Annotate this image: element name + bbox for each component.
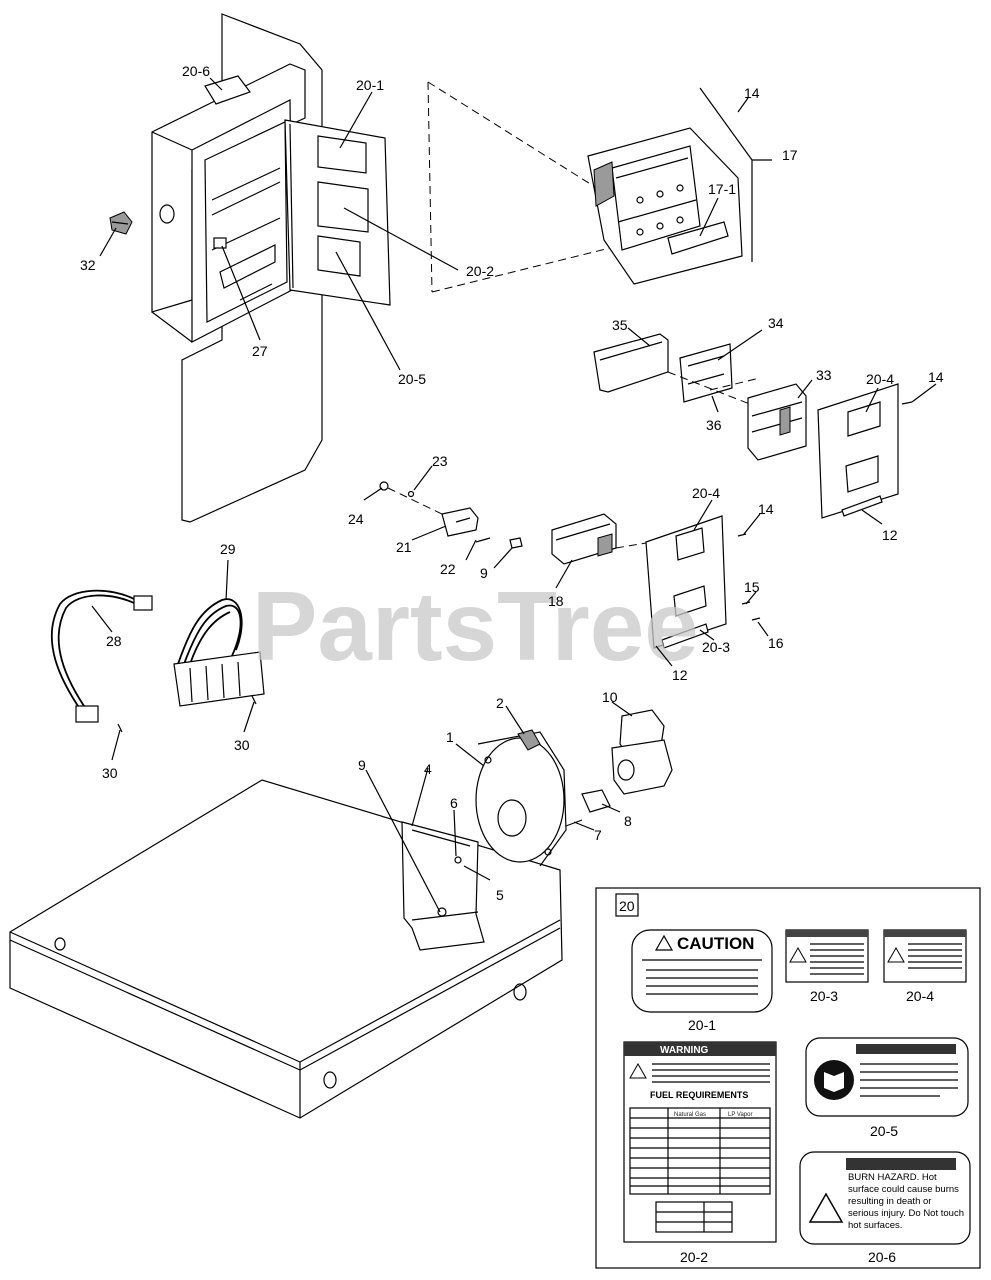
callout-labels: 20-6 20-1 20-2 20-5 27 32 14 17 17-1 35 … [80,63,944,903]
callout: 33 [816,367,832,383]
callout: 35 [612,317,628,333]
decal-label: 20-4 [906,988,934,1004]
relay-18-and-plate [551,513,761,649]
callout: 1 [446,729,454,745]
callout: 24 [348,511,364,527]
callout: 29 [220,541,236,557]
callout: 34 [768,315,784,331]
callout: 22 [440,561,456,577]
callout: 20-5 [398,371,426,387]
callout: 8 [624,813,632,829]
callout: 28 [106,633,122,649]
decal-20-6-burn-hazard: BURN HAZARD. Hot surface could cause bur… [799,1151,971,1265]
callout: 5 [496,887,504,903]
callout: 20-4 [692,485,720,501]
lp-vapor-header: LP Vapor [728,1112,752,1118]
callout: 14 [758,501,774,517]
gas-valve-10-and-fitting-8 [565,709,673,827]
callout: 20-2 [466,263,494,279]
mount-bracket-4 [401,821,485,951]
watermark: PartsTree [252,571,699,681]
callout: 9 [358,757,366,773]
decal-20-4: 20-4 [883,929,967,1004]
callout: 14 [744,85,760,101]
callout: 20-3 [702,639,730,655]
decal-20-3: 20-3 [785,929,869,1004]
decal-label: 20-2 [680,1249,708,1265]
decal-20-5: 20-5 [805,1037,969,1139]
decal-label: 20-1 [688,1017,716,1033]
base-plate [9,779,563,1119]
wire-harnesses-28-29 [51,589,265,733]
callout: 27 [252,343,268,359]
controller-module-17 [587,87,772,285]
control-panel-enclosure [109,13,611,523]
callout: 17 [782,147,798,163]
callout: 9 [480,565,488,581]
callout: 4 [424,761,432,777]
decal-inset-box: 20 CAUTION 20-1 20-3 [595,887,981,1269]
decal-label: 20-3 [810,988,838,1004]
callout: 12 [882,527,898,543]
callout: 16 [768,635,784,651]
callout: 32 [80,257,96,273]
callout: 36 [706,417,722,433]
callout: 2 [496,695,504,711]
caution-title: CAUTION [677,934,754,953]
callout: 15 [744,579,760,595]
callout: 7 [594,827,602,843]
decal-20-1-caution: CAUTION 20-1 [631,929,773,1033]
natural-gas-header: Natural Gas [674,1112,706,1118]
callout: 20-6 [182,63,210,79]
inset-box-number: 20 [619,898,635,914]
callout: 14 [928,369,944,385]
bracket-and-terminal-35-34-36 [593,333,761,409]
decal-20-2-fuel-requirements: WARNING FUEL REQUIREMENTS Natural Gas LP… [623,1041,777,1265]
callout: 23 [432,453,448,469]
decal-label: 20-5 [870,1123,898,1139]
burn-hazard-text: BURN HAZARD. Hot surface could cause bur… [848,1172,964,1231]
callout: 20-4 [866,371,894,387]
callout: 18 [548,593,564,609]
regulator-assembly-1 [475,729,567,867]
callout: 21 [396,539,412,555]
breaker-33-and-plate [747,383,913,519]
fuel-requirements-heading: FUEL REQUIREMENTS [650,1090,748,1100]
callout: 30 [102,765,118,781]
decal-label: 20-6 [868,1249,896,1265]
callout: 30 [234,737,250,753]
callout: 17-1 [708,181,736,197]
callout: 10 [602,689,618,705]
callout: 20-1 [356,77,384,93]
warning-title: WARNING [660,1045,709,1056]
callout: 6 [450,795,458,811]
leader-lines [91,77,937,913]
callout: 12 [672,667,688,683]
